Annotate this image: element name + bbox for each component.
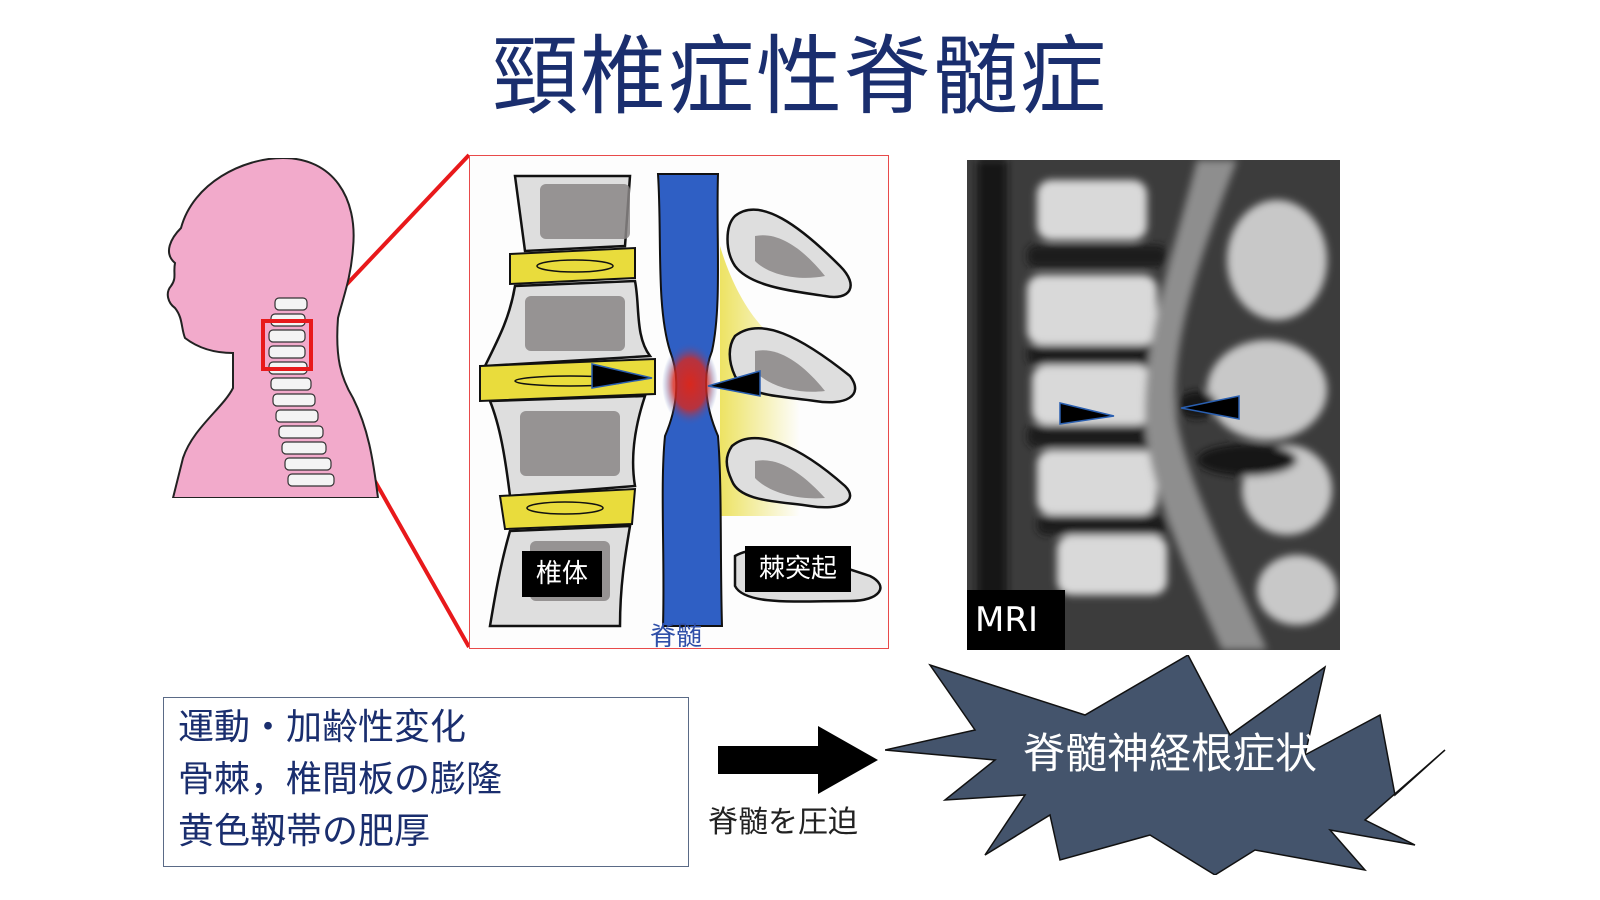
cause-line-3: 黄色靱帯の肥厚	[178, 811, 431, 852]
mri-image-panel: MRI	[967, 160, 1340, 650]
mri-label: MRI	[967, 590, 1065, 650]
mri-scan-image	[967, 160, 1340, 650]
explosion-burst-shape	[885, 655, 1446, 875]
page-title: 頸椎症性脊髄症	[492, 27, 1108, 127]
spinous-process-label: 棘突起	[745, 546, 852, 592]
arrow-caption: 脊髄を圧迫	[708, 805, 858, 840]
result-symptom-text: 脊髄神経根症状	[1022, 729, 1317, 778]
vertebral-body-label: 椎体	[522, 551, 603, 597]
cause-line-1: 運動・加齢性変化	[178, 707, 467, 748]
spinal-cord-label: 脊髄	[650, 622, 703, 649]
cause-line-2: 骨棘，椎間板の膨隆	[178, 759, 503, 800]
causes-textbox: 運動・加齢性変化 骨棘，椎間板の膨隆 黄色靱帯の肥厚	[163, 697, 689, 867]
spine-cross-section-illustration	[479, 173, 882, 628]
right-arrow-icon	[718, 726, 878, 794]
head-neck-illustration	[166, 158, 380, 498]
cervical-highlight-box	[261, 319, 313, 371]
spine-diagram-panel: 椎体 棘突起 脊髄	[469, 155, 889, 649]
